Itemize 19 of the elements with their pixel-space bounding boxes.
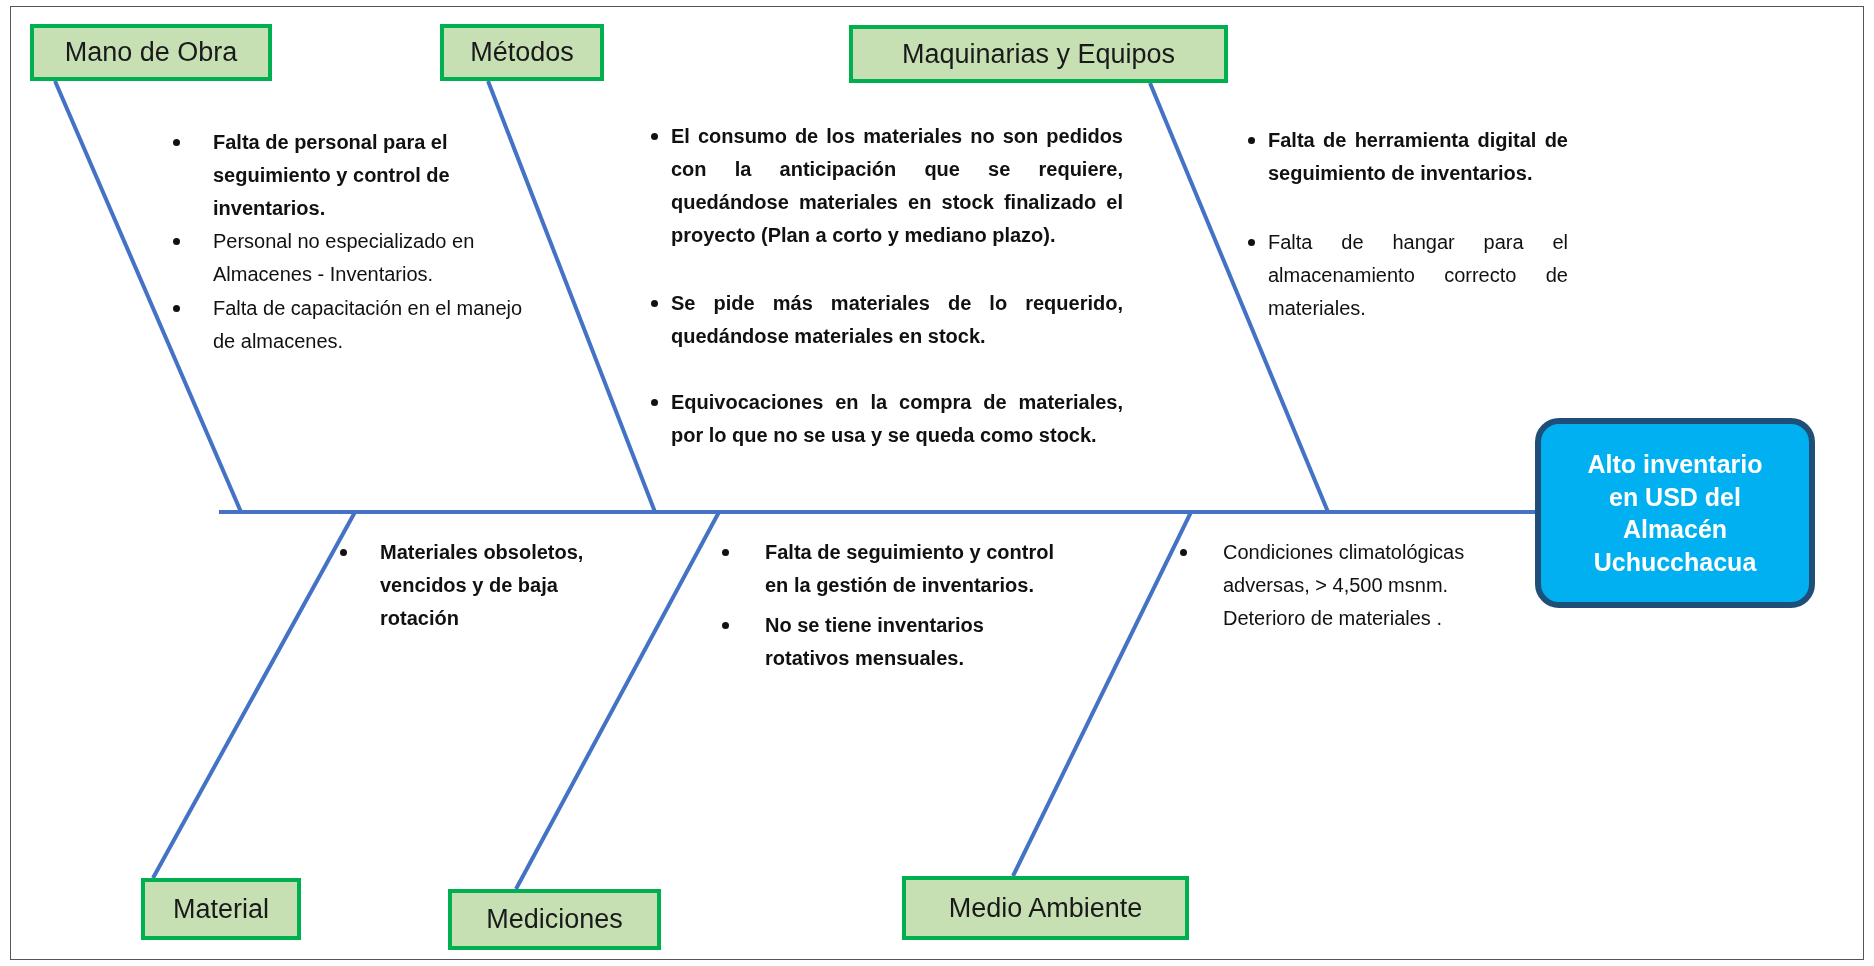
cause-text: Falta de hangar para el almacenamiento correcto de materiales. xyxy=(1268,230,1568,321)
category-box: Material xyxy=(141,878,301,940)
category-box: Mano de Obra xyxy=(30,24,272,81)
effect-box: Alto inventario en USD del Almacén Uchucchacua xyxy=(1535,418,1815,608)
cause-text: Equivocaciones en la compra de materiales, por lo que no se usa y se queda como stock. xyxy=(671,390,1123,448)
cause-text: Se pide más materiales de lo requerido, quedándose materiales en stock. xyxy=(671,291,1123,349)
category-box: Maquinarias y Equipos xyxy=(849,25,1228,83)
cause-text: No se tiene inventarios rotativos mensuales. xyxy=(765,613,985,671)
cause-text: Falta de capacitación en el manejo de almacenes. xyxy=(213,296,524,354)
cause-text: Condiciones climatológicas adversas, > 4,500 msnm. Deterioro de materiales . xyxy=(1223,540,1466,631)
cause-text: Falta de herramienta digital de seguimiento de inventarios. xyxy=(1268,128,1568,186)
category-box: Métodos xyxy=(440,24,604,81)
cause-text: Falta de seguimiento y control en la gestión de inventarios. xyxy=(765,540,1055,598)
cause-text: Materiales obsoletos, vencidos y de baja rotación xyxy=(380,540,585,631)
cause-text: El consumo de los materiales no son pedidos con la anticipación que se requiere, quedándose materiales en stock finalizado el proyecto (Plan a corto y mediano plazo). xyxy=(671,124,1123,248)
category-box: Medio Ambiente xyxy=(902,876,1189,940)
category-box: Mediciones xyxy=(448,889,661,950)
cause-text: Personal no especializado en Almacenes - Inventarios. xyxy=(213,229,476,287)
cause-text: Falta de personal para el seguimiento y control de inventarios. xyxy=(213,130,451,221)
